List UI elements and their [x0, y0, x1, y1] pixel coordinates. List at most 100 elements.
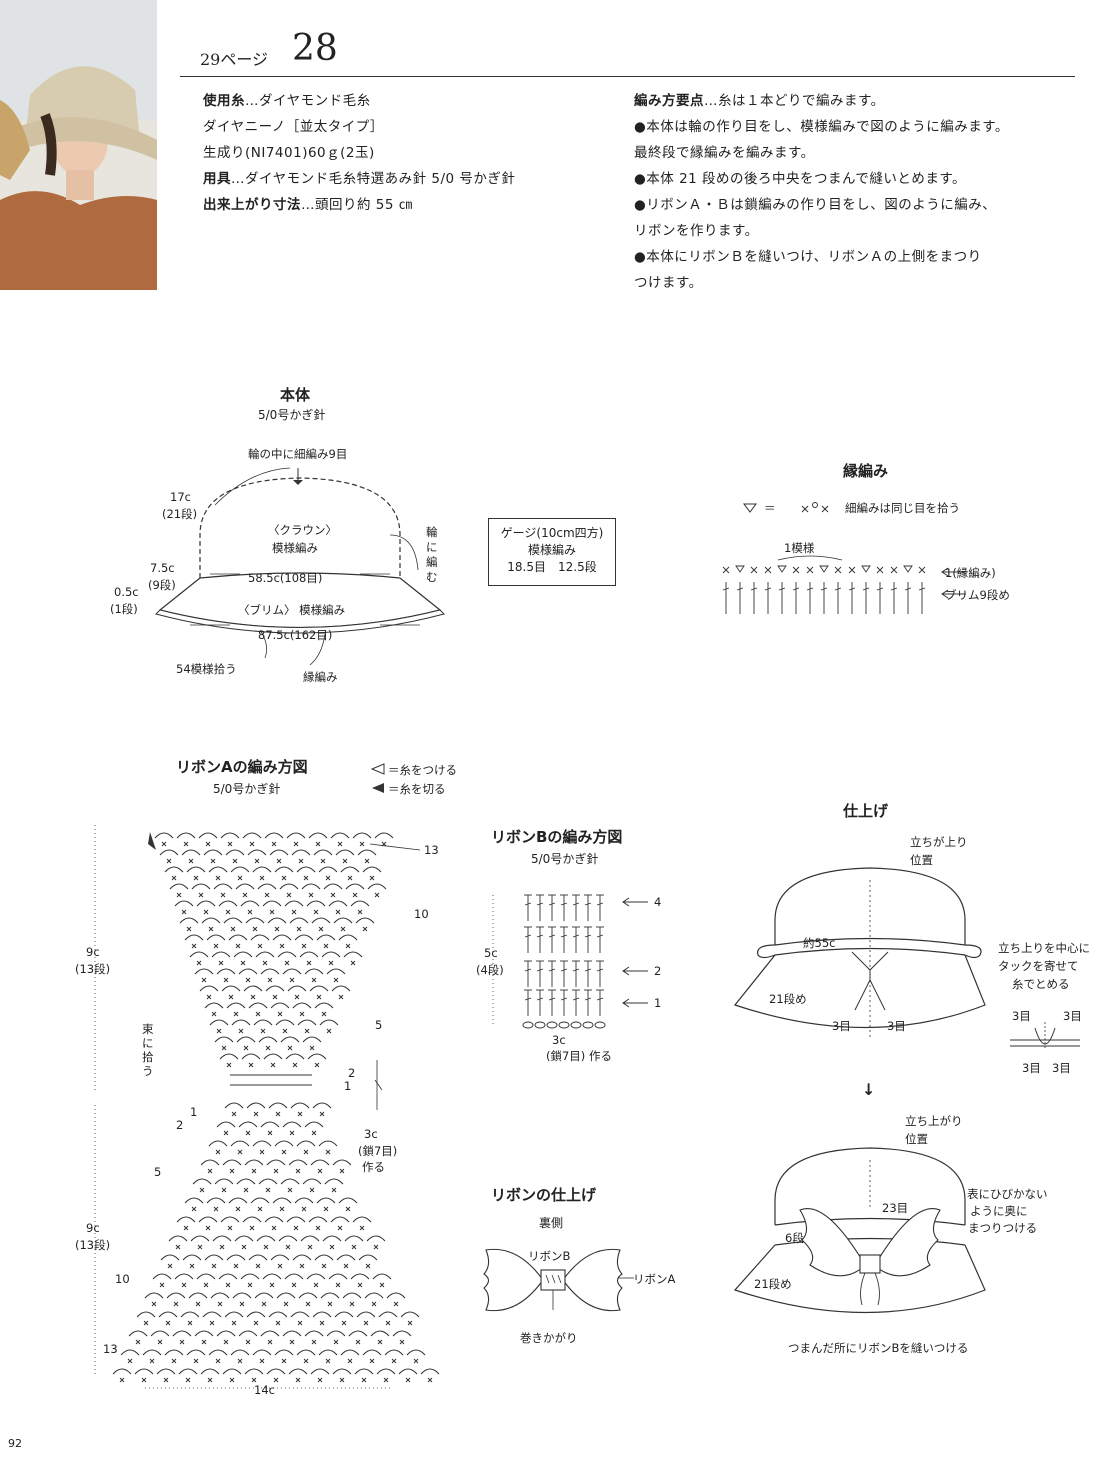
pattern-number: 28	[292, 28, 338, 69]
finish-note1: 表にひびかない	[967, 1187, 1048, 1201]
finish-sew: つまんだ所にリボンBを縫いつける	[788, 1341, 969, 1355]
ribbon-finish-A: リボンA	[633, 1272, 676, 1286]
instruction-line: ●リボンＡ・Ｂは鎖編みの作り目をし、図のように編み、	[634, 197, 997, 213]
size-label: 出来上がり寸法	[203, 197, 301, 213]
ribbonB-rows: (4段)	[476, 963, 504, 977]
yarn-label: 使用糸	[203, 93, 245, 109]
body-title: 本体	[280, 386, 311, 404]
finish-about: 約55c	[803, 936, 836, 950]
round-note-char: に	[426, 540, 438, 554]
tuck-detail	[1010, 1022, 1080, 1050]
finish-s3b: 3目	[887, 1019, 906, 1033]
ribbon-finish-diagram	[483, 1248, 634, 1312]
finish-s23: 23目	[882, 1201, 909, 1215]
ribbonA-legend	[370, 763, 385, 793]
ribbonA-bundle-note: 束に拾う	[142, 1022, 154, 1078]
instructions-title: 編み方要点	[634, 93, 704, 109]
ribbonA-height-bottom: 9c	[86, 1221, 100, 1235]
edging-arrows	[941, 567, 966, 599]
ribbonB-row4: 4	[654, 895, 662, 909]
edging-note: 細編みは同じ目を拾う	[845, 501, 960, 515]
body-hook: 5/0号かぎ針	[258, 408, 326, 422]
size-value: …頭回り約 55 ㎝	[301, 197, 413, 213]
crown-rows: (21段)	[162, 507, 198, 521]
finish-tuck3: 糸でとめる	[1012, 977, 1070, 991]
instruction-line: ●本体にリボンＢを縫いつけ、リボンＡの上側をまつり	[634, 249, 982, 265]
band-rows: (9段)	[148, 578, 176, 592]
crown-height: 17c	[170, 490, 191, 504]
edging-chart	[722, 555, 926, 614]
ribbonA-row10-bottom: 10	[115, 1272, 130, 1286]
instruction-line: ●本体 21 段めの後ろ中央をつまんで縫いとめます。	[634, 171, 967, 187]
gauge-title: ゲージ(10cm四方)	[500, 526, 604, 540]
edging-legend-symbol	[743, 502, 829, 513]
ribbonA-row5-bottom: 5	[154, 1165, 162, 1179]
page-number: 92	[8, 1437, 22, 1450]
finish-title: 仕上げ	[843, 802, 889, 820]
finish-tuck2: タックを寄せて	[998, 959, 1079, 973]
ribbonA-row1-bottom: 1	[190, 1105, 198, 1119]
brim-label: 〈ブリム〉 模様編み	[238, 603, 346, 617]
down-arrow-icon: ↓	[862, 1080, 876, 1099]
ribbonB-height: 5c	[484, 946, 498, 960]
hat-body-diagram	[155, 467, 445, 666]
instruction-line: 最終段で縁編みを編みます。	[634, 145, 815, 161]
finish-start-pos: 立ちが上り	[910, 835, 968, 849]
ribbonA-row10-top: 10	[414, 907, 429, 921]
gauge-pattern: 模様編み	[527, 543, 576, 557]
ribbonA-chain: 3c	[364, 1127, 378, 1141]
yarn-name: ダイヤニーノ［並太タイプ］	[203, 119, 384, 135]
tuck-3c: 3目	[1022, 1061, 1041, 1075]
finish-row21: 21段め	[769, 992, 807, 1006]
ribbon-finish-B: リボンB	[528, 1249, 571, 1263]
tuck-3d: 3目	[1052, 1061, 1071, 1075]
ribbonA-row1-top: 1	[344, 1079, 352, 1093]
page-reference: 29ページ	[200, 50, 269, 69]
ribbonA-chain3: 作る	[362, 1160, 385, 1174]
finish-hat-top	[733, 867, 986, 1040]
band-width: 58.5c(108目)	[248, 571, 323, 585]
ribbon-finish-wrap: 巻きかがり	[520, 1331, 578, 1345]
finish-note3: まつりつける	[968, 1221, 1038, 1235]
finish-start-pos-b2: 位置	[905, 1132, 928, 1146]
edging-row9: ブリム9段め	[945, 588, 1010, 602]
finish-s3a: 3目	[832, 1019, 851, 1033]
ribbonB-row1: 1	[654, 996, 662, 1010]
instruction-line: リボンを作ります。	[634, 223, 759, 239]
pick-note: 54模様拾う	[176, 662, 237, 676]
ribbonA-row13-bottom: 13	[103, 1342, 118, 1356]
header-rule	[180, 76, 1075, 77]
instruction-line: つけます。	[634, 275, 703, 291]
tools-value: …ダイヤモンド毛糸特選あみ針 5/0 号かぎ針	[231, 171, 516, 187]
tuck-3a: 3目	[1012, 1009, 1031, 1023]
ribbonA-chart	[94, 825, 440, 1389]
ribbonB-chart	[492, 894, 648, 1029]
crown-pattern: 模様編み	[272, 541, 318, 555]
instructions-block: 編み方要点…糸は１本どりで編みます。 ●本体は輪の作り目をし、模様編みで図のよう…	[634, 88, 1084, 296]
ribbonA-row13-top: 13	[424, 843, 439, 857]
edging-equals: ＝	[764, 501, 776, 515]
brim-width: 87.5c(162目)	[258, 628, 333, 642]
tuck-3b: 3目	[1063, 1009, 1082, 1023]
ribbonB-hook: 5/0号かぎ針	[531, 852, 599, 866]
edge-height: 0.5c	[114, 585, 139, 599]
finish-note2: ように奥に	[970, 1204, 1028, 1218]
tools-label: 用具	[203, 171, 231, 187]
ribbonA-row2-top: 2	[348, 1066, 356, 1080]
ribbonA-legend-cut: ＝糸を切る	[388, 782, 446, 796]
ribbonB-title: リボンBの編み方図	[491, 828, 623, 846]
ribbonA-title: リボンAの編み方図	[176, 758, 308, 776]
ribbonB-base1: 3c	[552, 1033, 566, 1047]
materials-block: 使用糸…ダイヤモンド毛糸 ダイヤニーノ［並太タイプ］ 生成り(NI7401)60…	[203, 88, 623, 218]
edging-repeat: 1模様	[784, 541, 815, 555]
crown-label: 〈クラウン〉	[268, 523, 337, 537]
finish-start-pos-b: 立ち上がり	[905, 1114, 963, 1128]
instructions-intro: …糸は１本どりで編みます。	[704, 93, 885, 109]
gauge-box: ゲージ(10cm四方) 模様編み 18.5目 12.5段	[488, 518, 616, 586]
yarn-color-amount: 生成り(NI7401)60ｇ(2玉)	[203, 145, 375, 161]
ribbonA-width: 14c	[254, 1383, 275, 1397]
finish-s6: 6段	[785, 1231, 804, 1245]
round-note: 輪 に 編 む	[426, 525, 438, 585]
ribbonA-chain2: (鎖7目)	[358, 1144, 398, 1158]
edging-note: 縁編み	[303, 670, 338, 684]
